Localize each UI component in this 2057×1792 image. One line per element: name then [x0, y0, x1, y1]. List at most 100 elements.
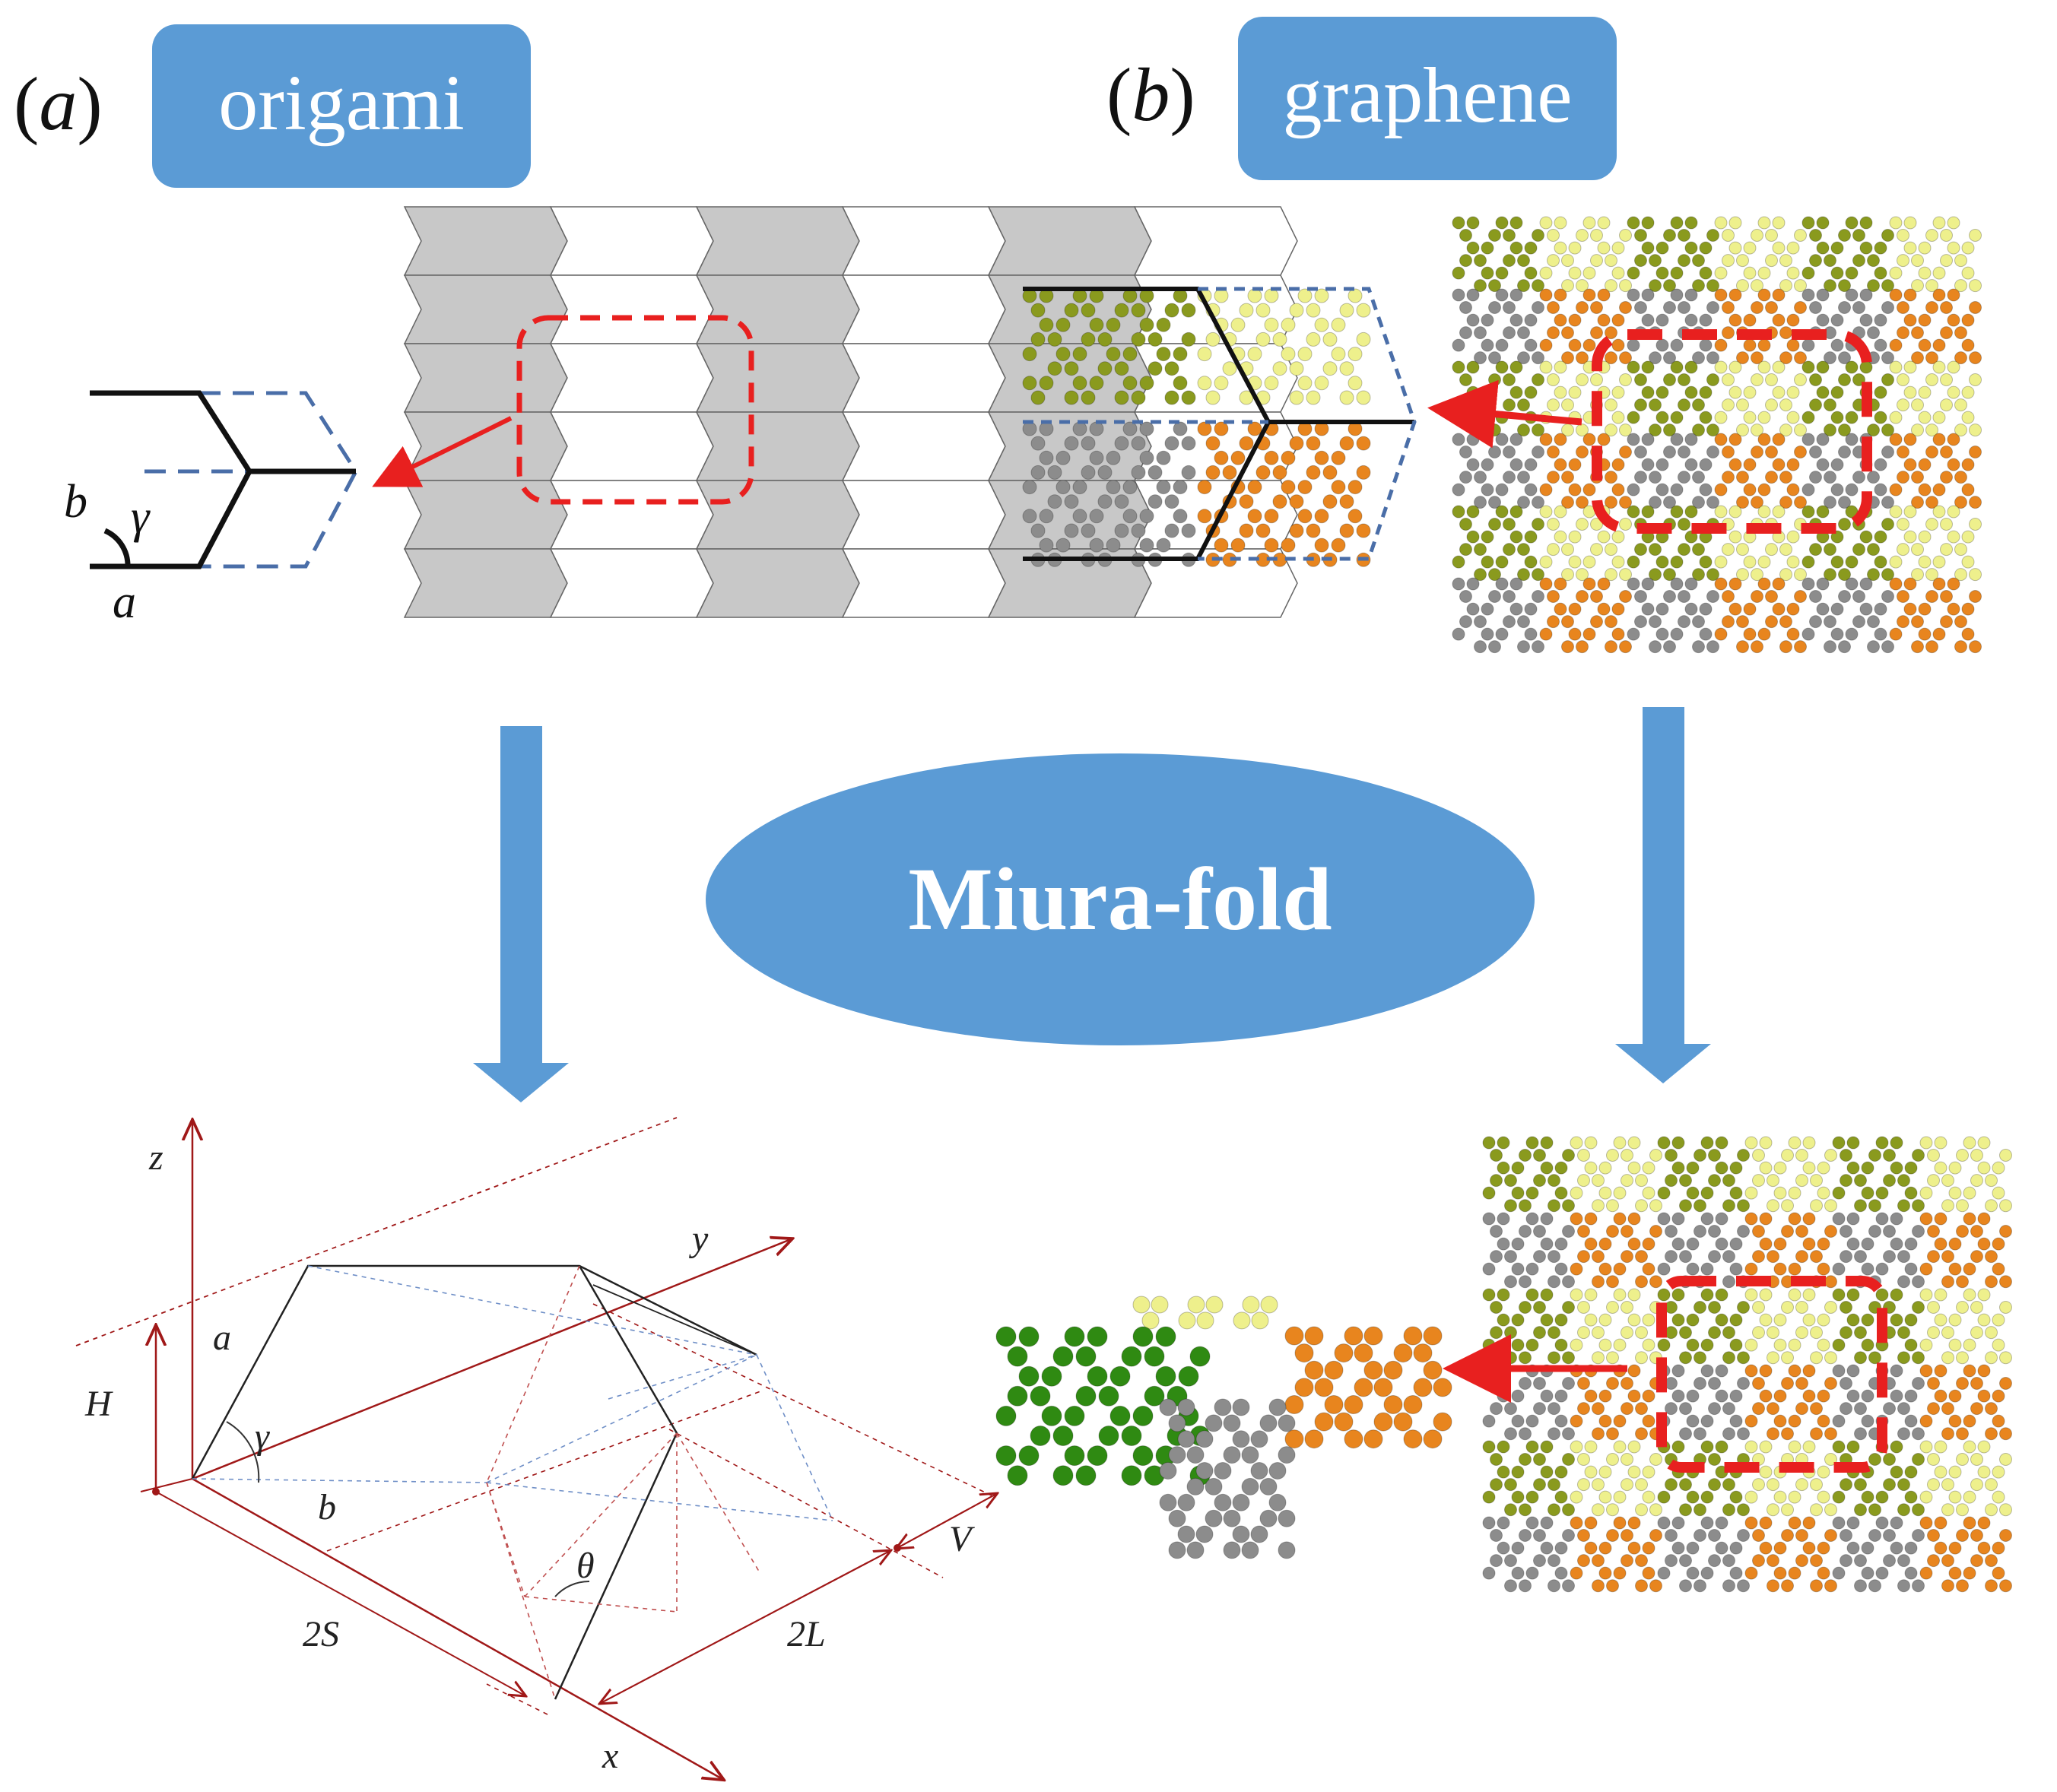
v-dimension-label: V: [949, 1519, 975, 1559]
carbon-atom: [1039, 317, 1054, 332]
carbon-atom: [1144, 1385, 1165, 1407]
carbon-atom: [1164, 436, 1179, 451]
carbon-atom: [1260, 1296, 1278, 1314]
carbon-atom: [1627, 433, 1640, 446]
carbon-atom: [1940, 373, 1953, 386]
carbon-atom: [1459, 615, 1472, 629]
carbon-atom: [1708, 1554, 1721, 1568]
carbon-atom: [1772, 577, 1786, 591]
carbon-atom: [1504, 1478, 1517, 1492]
miura-fold-ellipse: Miura-fold: [706, 753, 1535, 1045]
carbon-atom: [1845, 483, 1859, 496]
carbon-atom: [1517, 423, 1530, 437]
carbon-atom: [1504, 1402, 1517, 1416]
carbon-atom: [1606, 1529, 1619, 1542]
carbon-atom: [1181, 523, 1196, 538]
carbon-atom: [1699, 241, 1713, 255]
carbon-atom: [1148, 361, 1163, 376]
miura-geometry-diagram: z y x a H γ b θ V 2S 2L: [75, 1117, 996, 1779]
carbon-atom: [1627, 288, 1640, 302]
carbon-atom: [1699, 338, 1713, 352]
carbon-atom: [1678, 446, 1690, 458]
carbon-atom: [1482, 1136, 1496, 1150]
carbon-atom: [1867, 326, 1880, 340]
carbon-atom: [1708, 1478, 1721, 1492]
carbon-atom: [1577, 1326, 1590, 1340]
carbon-atom: [1773, 1389, 1787, 1403]
carbon-atom: [1679, 1326, 1692, 1340]
carbon-atom: [1641, 458, 1655, 471]
carbon-atom: [1459, 254, 1472, 268]
carbon-atom: [1524, 483, 1538, 496]
carbon-atom: [1139, 509, 1154, 524]
carbon-atom: [1940, 590, 1953, 603]
carbon-atom: [1786, 602, 1800, 616]
origami-facet: [1133, 206, 1298, 276]
carbon-atom: [1772, 241, 1786, 255]
carbon-atom: [1663, 301, 1676, 314]
carbon-atom: [1824, 1351, 1837, 1365]
carbon-atom: [1413, 1378, 1433, 1397]
carbon-atom: [1911, 543, 1924, 557]
carbon-atom: [1963, 1516, 1976, 1530]
carbon-atom: [1985, 1275, 1998, 1289]
origami-facet: [695, 343, 860, 413]
carbon-atom: [1977, 1237, 1991, 1251]
carbon-atom: [1671, 1237, 1685, 1251]
carbon-atom: [1729, 1237, 1743, 1251]
carbon-atom: [1889, 627, 1903, 641]
carbon-atom: [1729, 1313, 1743, 1327]
carbon-atom: [1606, 1199, 1619, 1213]
carbon-atom: [1859, 577, 1873, 591]
carbon-atom: [1122, 480, 1138, 495]
carbon-atom: [1533, 1225, 1546, 1238]
carbon-atom: [1678, 615, 1690, 629]
carbon-atom: [1824, 615, 1836, 629]
carbon-atom: [1363, 1326, 1383, 1346]
carbon-atom: [1670, 555, 1684, 569]
carbon-atom: [1592, 1326, 1605, 1340]
carbon-atom: [1663, 279, 1676, 293]
carbon-atom: [1992, 1161, 2005, 1175]
carbon-atom: [1912, 1579, 1925, 1593]
carbon-atom: [1627, 1389, 1641, 1403]
carbon-atom: [1657, 1288, 1671, 1302]
carbon-atom: [1708, 1149, 1721, 1162]
carbon-atom: [1816, 288, 1830, 302]
carbon-atom: [1729, 1389, 1743, 1403]
carbon-atom: [1875, 1288, 1889, 1302]
carbon-atom: [1519, 1503, 1532, 1517]
y-axis: [192, 1239, 791, 1480]
carbon-atom: [1452, 577, 1465, 591]
carbon-atom: [1947, 505, 1960, 519]
carbon-atom: [1919, 1566, 1933, 1580]
carbon-atom: [1241, 1541, 1259, 1559]
carbon-atom: [1576, 590, 1589, 603]
carbon-atom: [1897, 615, 1909, 629]
carbon-atom: [1642, 1414, 1655, 1428]
carbon-atom: [1932, 216, 1946, 230]
carbon-atom: [1547, 543, 1560, 557]
carbon-atom: [1767, 1250, 1779, 1264]
carbon-atom: [1911, 279, 1924, 293]
carbon-atom: [1497, 1161, 1510, 1175]
carbon-atom: [1239, 523, 1254, 538]
carbon-atom: [1925, 229, 1938, 242]
carbon-atom: [1663, 568, 1676, 582]
carbon-atom: [1348, 376, 1363, 391]
carbon-atom: [1509, 505, 1523, 519]
carbon-atom: [1570, 1136, 1583, 1150]
carbon-atom: [1781, 1301, 1794, 1314]
carbon-atom: [1627, 411, 1640, 424]
carbon-atom: [1838, 301, 1851, 314]
carbon-atom: [1562, 1275, 1575, 1289]
carbon-atom: [1606, 1427, 1619, 1441]
carbon-atom: [1838, 351, 1851, 365]
2l-dimension-label: 2L: [787, 1614, 826, 1654]
carbon-atom: [1525, 1262, 1539, 1276]
carbon-atom: [1736, 279, 1749, 293]
carbon-atom: [1679, 1351, 1692, 1365]
carbon-atom: [1177, 1398, 1195, 1416]
carbon-atom: [1992, 1414, 2005, 1428]
carbon-atom: [1582, 555, 1596, 569]
